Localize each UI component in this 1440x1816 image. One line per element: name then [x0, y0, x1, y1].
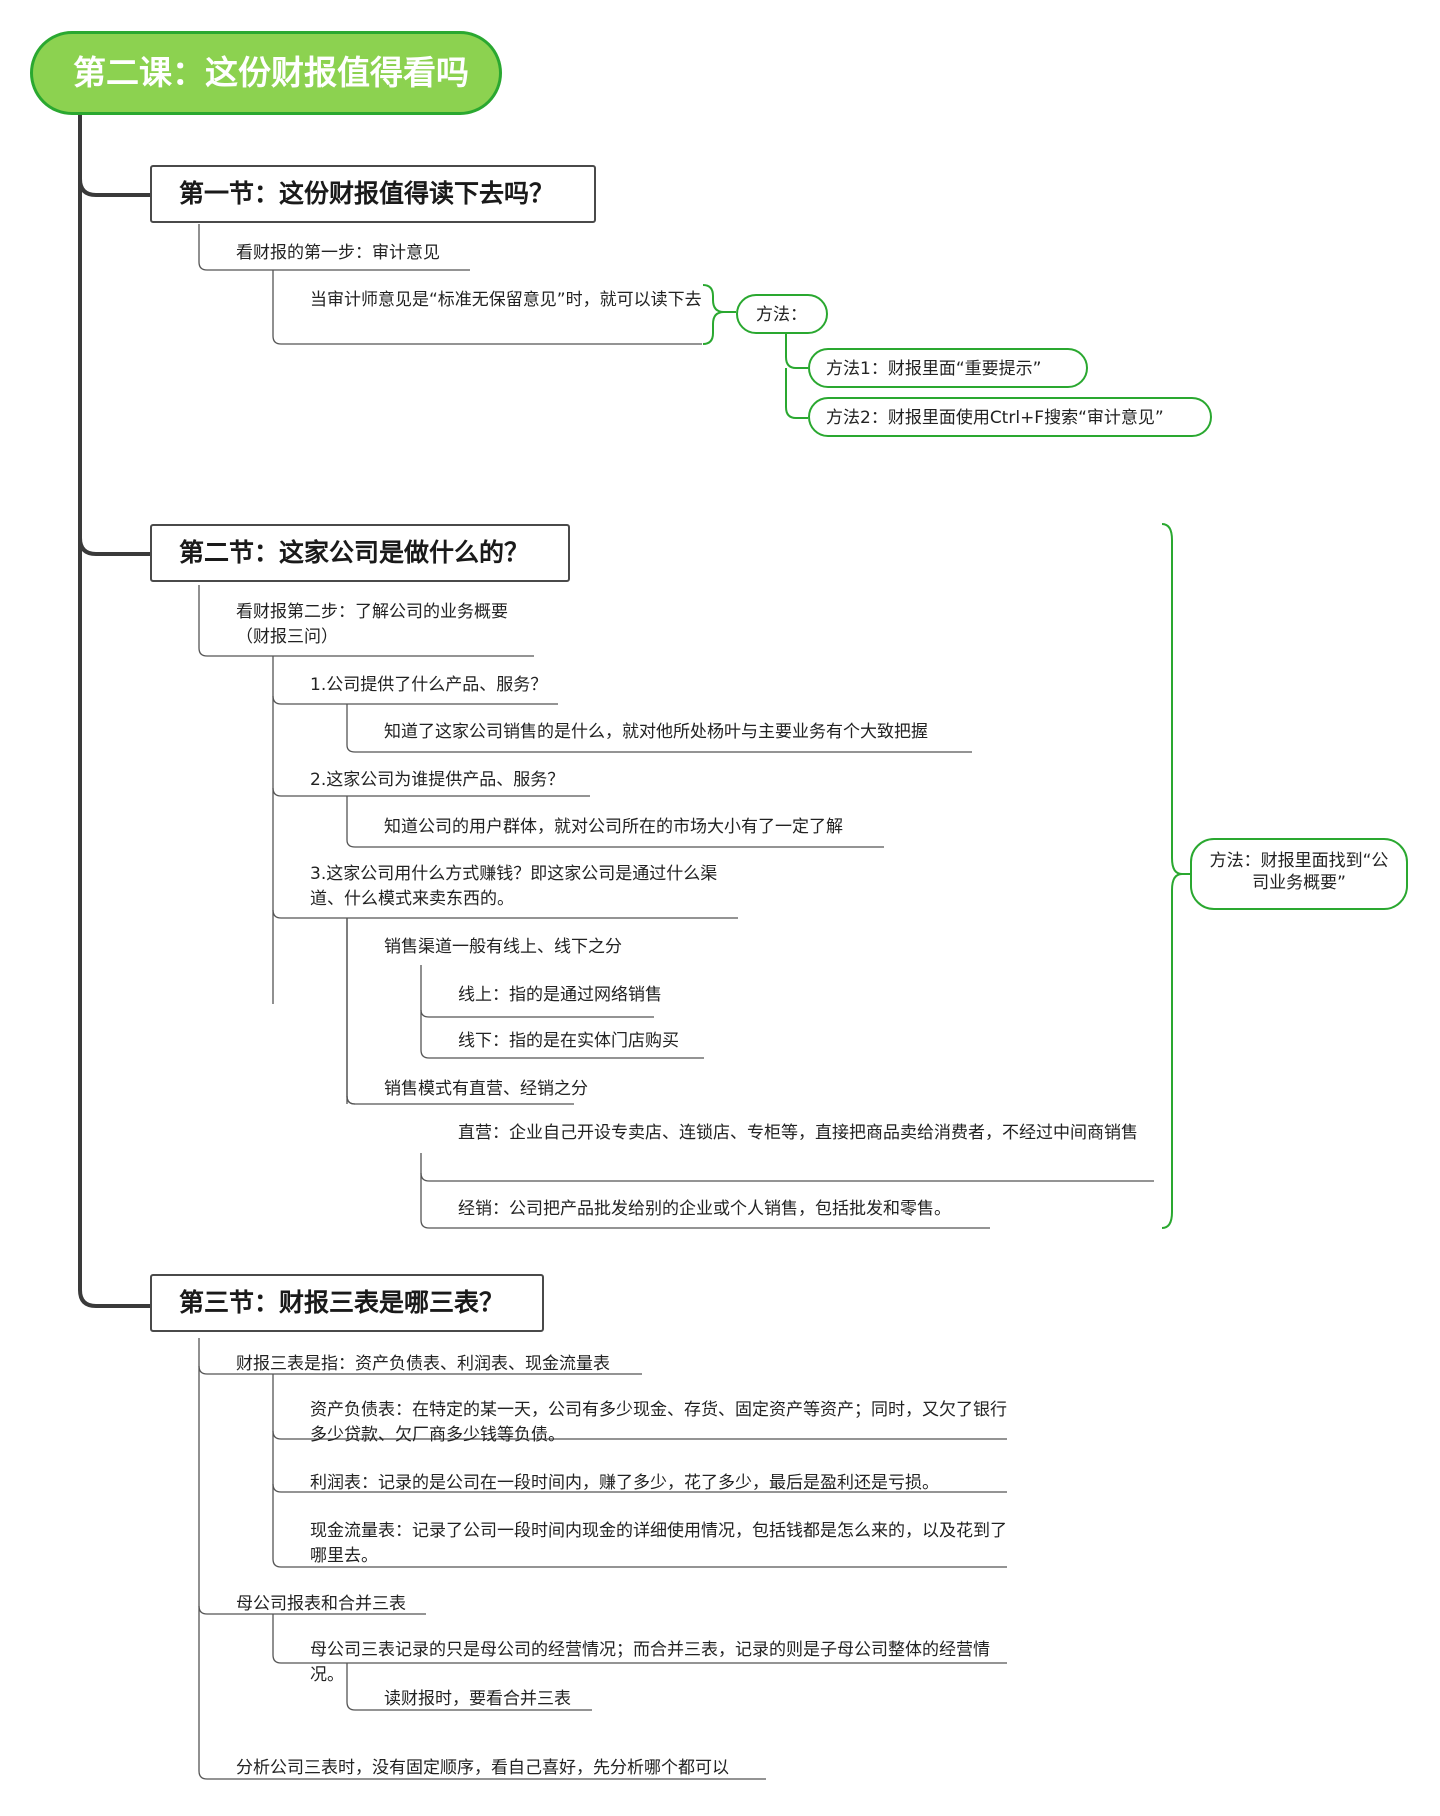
section-1-step[interactable]: 看财报的第一步：审计意见 [236, 243, 440, 263]
section-2-online[interactable]: 线上：指的是通过网络销售 [458, 985, 662, 1005]
section-3-topic[interactable]: 第三节：财报三表是哪三表？ [150, 1274, 544, 1332]
section-1-method-1[interactable]: 方法1：财报里面“重要提示” [808, 348, 1088, 388]
section-2-title: 第二节：这家公司是做什么的？ [179, 538, 530, 567]
method-2-label: 方法2：财报里面使用Ctrl+F搜索“审计意见” [826, 408, 1164, 428]
root-title: 第二课：这份财报值得看吗 [73, 53, 469, 92]
section-3-parent-detail[interactable]: 母公司三表记录的只是母公司的经营情况；而合并三表，记录的则是子母公司整体的经营情… [310, 1640, 990, 1685]
section-2-q1-detail[interactable]: 知道了这家公司销售的是什么，就对他所处杨叶与主要业务有个大致把握 [384, 722, 928, 742]
section-3-read-merge[interactable]: 读财报时，要看合并三表 [384, 1689, 571, 1709]
method-title-label: 方法： [756, 305, 807, 325]
section-3-parent-merge[interactable]: 母公司报表和合并三表 [236, 1594, 406, 1614]
section-2-q2[interactable]: 2.这家公司为谁提供产品、服务？ [310, 770, 565, 790]
section-1-method-2[interactable]: 方法2：财报里面使用Ctrl+F搜索“审计意见” [808, 397, 1212, 437]
section-2-method-label: 方法：财报里面找到“公司业务概要” [1209, 851, 1389, 893]
section-2-offline[interactable]: 线下：指的是在实体门店购买 [458, 1031, 679, 1051]
section-3-title: 第三节：财报三表是哪三表？ [179, 1288, 505, 1317]
section-3-three-tables[interactable]: 财报三表是指：资产负债表、利润表、现金流量表 [236, 1354, 610, 1374]
section-2-method[interactable]: 方法：财报里面找到“公司业务概要” [1190, 838, 1408, 910]
section-2-step[interactable]: 看财报第二步：了解公司的业务概要（财报三问） [236, 602, 508, 647]
section-3-profit-statement[interactable]: 利润表：记录的是公司在一段时间内，赚了多少，花了多少，最后是盈利还是亏损。 [310, 1473, 939, 1493]
section-2-mode[interactable]: 销售模式有直营、经销之分 [384, 1079, 588, 1099]
section-3-analysis[interactable]: 分析公司三表时，没有固定顺序，看自己喜好，先分析哪个都可以 [236, 1758, 729, 1778]
section-2-channel[interactable]: 销售渠道一般有线上、线下之分 [384, 937, 622, 957]
section-1-method-title[interactable]: 方法： [736, 294, 828, 334]
section-2-q2-detail[interactable]: 知道公司的用户群体，就对公司所在的市场大小有了一定了解 [384, 817, 843, 837]
section-2-topic[interactable]: 第二节：这家公司是做什么的？ [150, 524, 570, 582]
section-2-q3[interactable]: 3.这家公司用什么方式赚钱？即这家公司是通过什么渠道、什么模式来卖东西的。 [310, 864, 718, 909]
section-2-direct[interactable]: 直营：企业自己开设专卖店、连锁店、专柜等，直接把商品卖给消费者，不经过中间商销售 [458, 1123, 1138, 1143]
section-2-distribution[interactable]: 经销：公司把产品批发给别的企业或个人销售，包括批发和零售。 [458, 1199, 951, 1219]
section-3-balance-sheet[interactable]: 资产负债表：在特定的某一天，公司有多少现金、存货、固定资产等资产；同时，又欠了银… [310, 1400, 1007, 1445]
section-3-cashflow-statement[interactable]: 现金流量表：记录了公司一段时间内现金的详细使用情况，包括钱都是怎么来的，以及花到… [310, 1521, 1007, 1566]
root-topic[interactable]: 第二课：这份财报值得看吗 [30, 31, 502, 115]
section-1-title: 第一节：这份财报值得读下去吗？ [179, 179, 555, 208]
section-2-q1[interactable]: 1.公司提供了什么产品、服务？ [310, 675, 548, 695]
method-1-label: 方法1：财报里面“重要提示” [826, 359, 1042, 379]
section-1-condition[interactable]: 当审计师意见是“标准无保留意见”时，就可以读下去 [310, 290, 702, 310]
section-1-topic[interactable]: 第一节：这份财报值得读下去吗？ [150, 165, 596, 223]
